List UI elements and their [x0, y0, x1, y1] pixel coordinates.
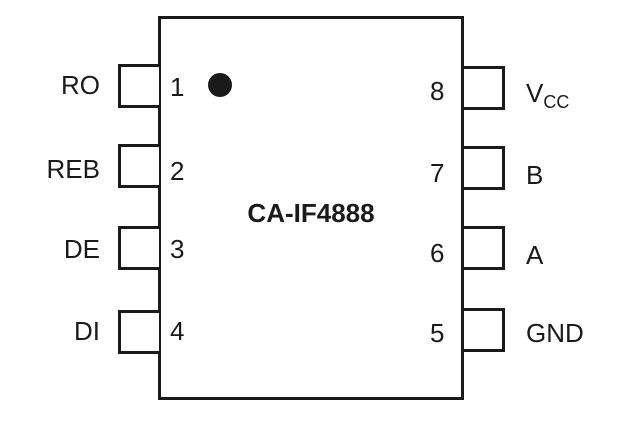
pin-label-a: A [526, 240, 544, 270]
pin-label-vcc-subscript: CC [543, 92, 570, 112]
pin-pad-7 [464, 146, 505, 190]
pin-pad-6 [464, 226, 505, 270]
pin-pad-3 [118, 226, 159, 270]
part-name: CA-IF4888 [247, 198, 375, 228]
pin-pad-8 [464, 66, 505, 110]
pin-label-gnd: GND [526, 318, 584, 348]
pin-label-b: B [526, 160, 544, 190]
pin1-indicator-dot [208, 73, 232, 97]
pin-label-vcc-main: V [526, 78, 544, 108]
pin-number-8: 8 [430, 76, 445, 106]
pin-pad-4 [118, 310, 159, 354]
pin-pad-5 [464, 308, 505, 352]
pin-pad-2 [118, 144, 159, 188]
pin-number-2: 2 [170, 156, 185, 186]
pin-number-5: 5 [430, 318, 445, 348]
pin-number-6: 6 [430, 238, 445, 268]
pin-label-reb: REB [46, 154, 100, 184]
pin-label-di: DI [74, 316, 100, 346]
pin-number-4: 4 [170, 316, 185, 346]
pin-pad-1 [118, 64, 159, 108]
pin-number-7: 7 [430, 158, 445, 188]
pin-label-de: DE [63, 234, 100, 264]
pin-label-ro: RO [61, 70, 100, 100]
pin-number-1: 1 [170, 72, 185, 102]
pin-number-3: 3 [170, 234, 185, 264]
pin-label-vcc: VCC [526, 80, 569, 115]
